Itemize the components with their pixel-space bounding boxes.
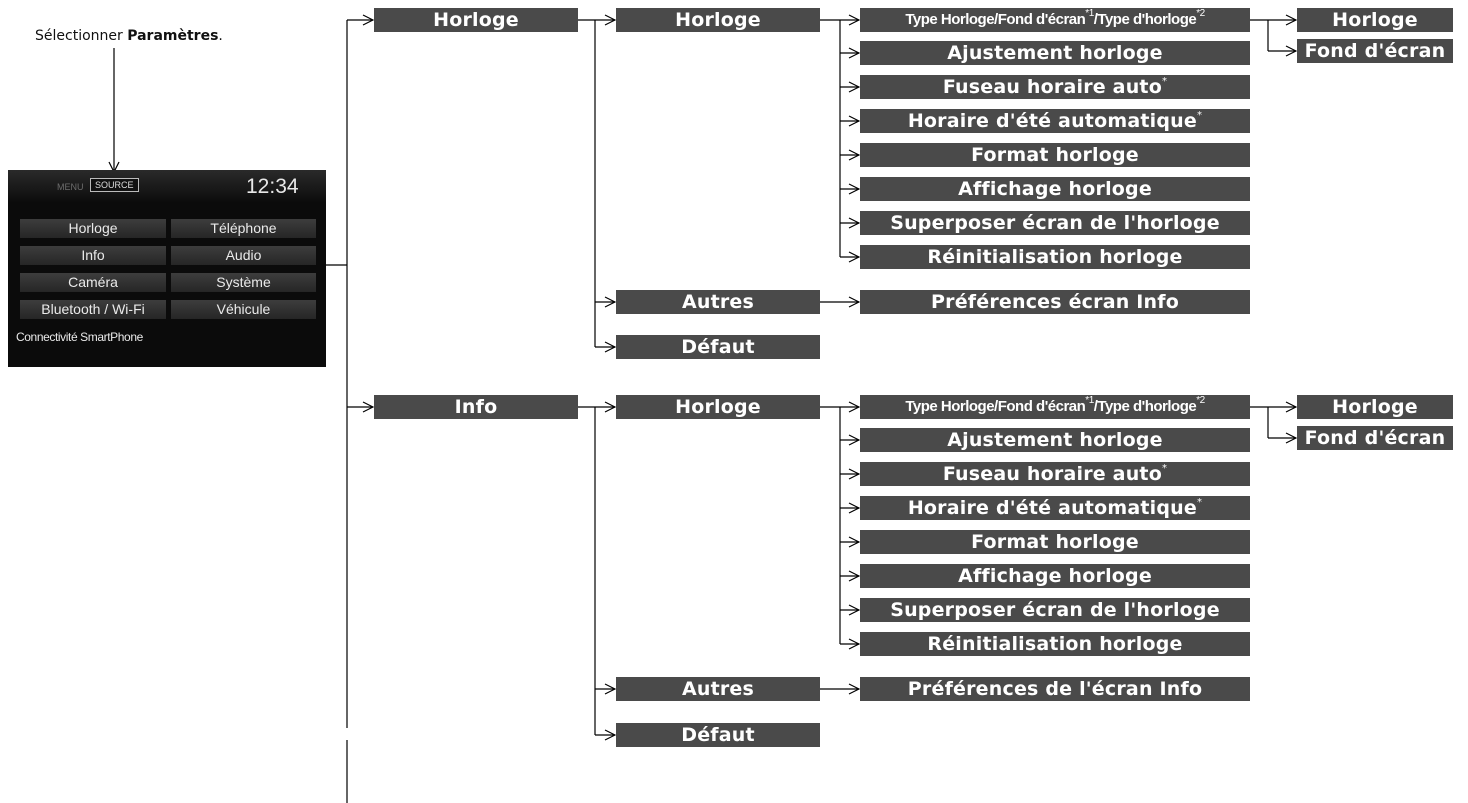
instruction-settings-label: Paramètres [127,28,219,44]
item-type-horloge[interactable]: Type Horloge/Fond d'écran*1/Type d'horlo… [860,8,1250,32]
option-horloge[interactable]: Horloge [1297,8,1453,32]
screen-button-camera[interactable]: Caméra [20,273,166,292]
submenu-defaut[interactable]: Défaut [616,335,820,359]
item-superposer-ecran[interactable]: Superposer écran de l'horloge [860,211,1250,235]
settings-screen: MENU SOURCE 12:34 Horloge Téléphone Info… [8,170,326,367]
item-ajustement-horloge[interactable]: Ajustement horloge [860,41,1250,65]
submenu-autres[interactable]: Autres [616,290,820,314]
item-fuseau-label: Fuseau horaire auto [942,76,1162,98]
item-fuseau-horaire-auto[interactable]: Fuseau horaire auto* [860,75,1250,99]
menu-info[interactable]: Info [374,395,578,419]
footnote-2: *2 [1196,395,1205,406]
option-fond-ecran[interactable]: Fond d'écran [1297,426,1453,450]
menu-button[interactable]: MENU [57,182,84,192]
submenu-horloge[interactable]: Horloge [616,8,820,32]
instruction-prefix: Sélectionner [35,28,128,44]
item-type-horloge-part-a: Type Horloge/Fond d'écran [905,398,1086,415]
footnote-2: *2 [1196,8,1205,19]
item-format-horloge[interactable]: Format horloge [860,143,1250,167]
screen-button-bluetooth-wifi[interactable]: Bluetooth / Wi-Fi [20,300,166,319]
option-fond-ecran[interactable]: Fond d'écran [1297,39,1453,63]
footnote-asterisk: * [1196,109,1203,121]
item-horaire-label: Horaire d'été automatique [907,110,1197,132]
item-ajustement-horloge[interactable]: Ajustement horloge [860,428,1250,452]
screen-button-horloge[interactable]: Horloge [20,219,166,238]
screen-button-info[interactable]: Info [20,246,166,265]
footnote-asterisk: * [1196,496,1203,508]
screen-header [8,170,326,202]
footnote-asterisk: * [1161,462,1168,474]
item-fuseau-label: Fuseau horaire auto [942,463,1162,485]
item-preferences-ecran-info[interactable]: Préférences de l'écran Info [860,677,1250,701]
source-button[interactable]: SOURCE [90,178,139,192]
item-horaire-ete-auto[interactable]: Horaire d'été automatique* [860,496,1250,520]
screen-button-telephone[interactable]: Téléphone [171,219,316,238]
submenu-defaut[interactable]: Défaut [616,723,820,747]
item-type-horloge[interactable]: Type Horloge/Fond d'écran*1/Type d'horlo… [860,395,1250,419]
item-preferences-ecran-info[interactable]: Préférences écran Info [860,290,1250,314]
item-type-horloge-part-b: /Type d'horloge [1093,11,1197,28]
item-reinitialisation-horloge[interactable]: Réinitialisation horloge [860,632,1250,656]
submenu-horloge[interactable]: Horloge [616,395,820,419]
item-affichage-horloge[interactable]: Affichage horloge [860,564,1250,588]
screen-button-connectivite-smartphone[interactable]: Connectivité SmartPhone [16,330,143,344]
submenu-autres[interactable]: Autres [616,677,820,701]
instruction-suffix: . [218,28,223,44]
item-type-horloge-part-b: /Type d'horloge [1093,398,1197,415]
item-reinitialisation-horloge[interactable]: Réinitialisation horloge [860,245,1250,269]
screen-button-systeme[interactable]: Système [171,273,316,292]
footnote-1: *1 [1085,395,1094,406]
footnote-1: *1 [1085,8,1094,19]
item-type-horloge-part-a: Type Horloge/Fond d'écran [905,11,1086,28]
item-horaire-label: Horaire d'été automatique [907,497,1197,519]
footnote-asterisk: * [1161,75,1168,87]
item-horaire-ete-auto[interactable]: Horaire d'été automatique* [860,109,1250,133]
instruction-text: Sélectionner Paramètres. [35,28,335,44]
clock-display: 12:34 [246,175,299,198]
screen-button-vehicule[interactable]: Véhicule [171,300,316,319]
item-superposer-ecran[interactable]: Superposer écran de l'horloge [860,598,1250,622]
item-affichage-horloge[interactable]: Affichage horloge [860,177,1250,201]
screen-button-audio[interactable]: Audio [171,246,316,265]
item-format-horloge[interactable]: Format horloge [860,530,1250,554]
menu-horloge[interactable]: Horloge [374,8,578,32]
option-horloge[interactable]: Horloge [1297,395,1453,419]
item-fuseau-horaire-auto[interactable]: Fuseau horaire auto* [860,462,1250,486]
